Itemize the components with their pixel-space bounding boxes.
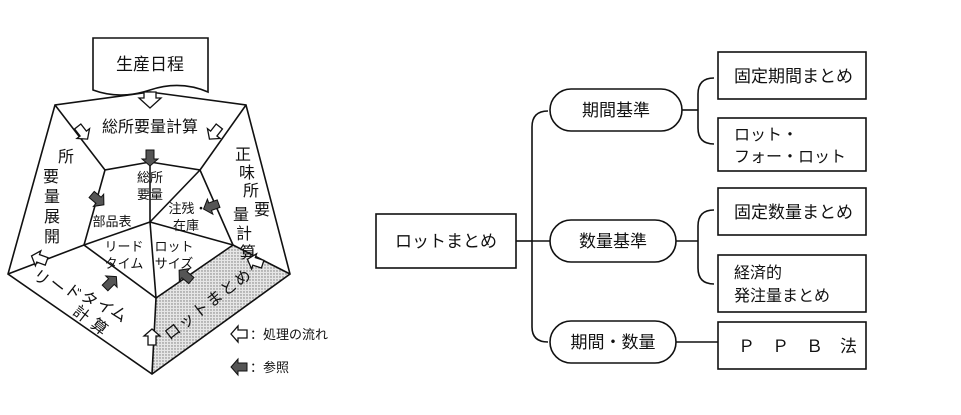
leaf-box-ppb — [717, 321, 867, 370]
flow-arrow-icon — [30, 249, 49, 268]
netReq-char: 量 — [233, 205, 249, 224]
netReq-char: 正 — [235, 145, 251, 164]
root-box — [375, 213, 517, 269]
inner-gross-req-line1: 総所 — [137, 171, 163, 186]
inner-lot-size-line1: ロット — [154, 240, 193, 255]
inner-lot-size-line2: サイズ — [155, 256, 194, 272]
leaf-label-lot-for-lot-line2: フォー・ロット — [734, 147, 846, 166]
explode-char: 展 — [44, 207, 60, 226]
inner-spoke — [149, 221, 157, 299]
connector-line — [199, 104, 247, 171]
netReq-char: 計 — [236, 224, 252, 243]
leaf-box-fixed-period — [717, 51, 867, 100]
inner-lead-time-line1: リード — [104, 240, 143, 255]
lot-sizing-tree — [375, 51, 867, 370]
flow-arrow-icon — [206, 123, 224, 140]
reference-arrow-icon — [202, 197, 221, 216]
leaf-label-fixed-quantity: 固定数量まとめ — [734, 203, 853, 223]
leaf-box-lot-for-lot — [717, 117, 867, 172]
leaf-label-fixed-period: 固定期間まとめ — [734, 67, 853, 87]
reference-arrow-icon — [140, 149, 160, 167]
explode-char: 開 — [44, 227, 60, 246]
branch-label-quantity: 数量基準 — [579, 232, 647, 252]
tree-connector — [531, 110, 549, 343]
tree-connector — [697, 77, 715, 145]
inner-lead-time-line2: タイム — [105, 257, 144, 272]
reference-arrows — [88, 149, 221, 292]
branch-label-period-quantity: 期間・数量 — [571, 333, 656, 353]
gross-requirement-calc-label: 総所要量計算 — [102, 117, 198, 136]
leaf-label-eoq-line2: 発注量まとめ — [734, 286, 830, 305]
explode-char: 所 — [58, 147, 74, 166]
flow-arrow-icon — [246, 252, 265, 271]
leaf-label-ppb: Ｐ Ｐ Ｂ 法 — [738, 337, 857, 357]
leadCalc-char: 算 — [87, 314, 111, 339]
inner-spoke — [149, 221, 234, 246]
leaf-label-eoq-line1: 経済的 — [734, 263, 782, 282]
reference-arrow-icon — [88, 190, 105, 208]
leaf-box-fixed-quantity — [717, 187, 867, 236]
schedule-document-shape — [92, 37, 209, 96]
flow-arrow-icon — [73, 123, 91, 140]
inner-spoke — [83, 221, 151, 246]
leaf-box-eoq — [717, 254, 867, 313]
explode-char: 量 — [44, 187, 60, 206]
branch-label-period: 期間基準 — [582, 101, 650, 121]
tree-connector — [697, 209, 715, 285]
inner-order-stock-line2: 在庫 — [173, 219, 199, 234]
netReq-char: 味 — [239, 163, 255, 182]
flow-arrow-icon — [142, 328, 162, 346]
explode-char: 要 — [43, 167, 59, 186]
legend-flow-label: ：処理の流れ — [250, 328, 328, 343]
inner-order-stock-line1: 注残・ — [168, 202, 207, 217]
flow-arrows — [30, 123, 265, 346]
netReq-char: 所 — [243, 181, 259, 200]
inner-gross-req-line2: 要量 — [137, 188, 163, 203]
leaf-label-lot-for-lot-line1: ロット・ — [734, 125, 798, 144]
legend: ：処理の流れ ：参照 — [230, 324, 328, 377]
inner-spoke — [149, 169, 201, 223]
inner-bom-label: 部品表 — [92, 215, 131, 230]
root-label: ロットまとめ — [395, 232, 497, 252]
reference-arrow-icon — [178, 267, 195, 285]
legend-reference-label: ：参照 — [250, 360, 289, 376]
legend-reference-arrow-icon — [230, 357, 248, 377]
flow-arrow-icon — [137, 91, 163, 109]
legend-flow-arrow-icon — [230, 324, 248, 344]
reference-arrow-icon — [101, 275, 118, 292]
schedule-label: 生産日程 — [116, 55, 184, 75]
netReq-char: 要 — [254, 200, 270, 219]
